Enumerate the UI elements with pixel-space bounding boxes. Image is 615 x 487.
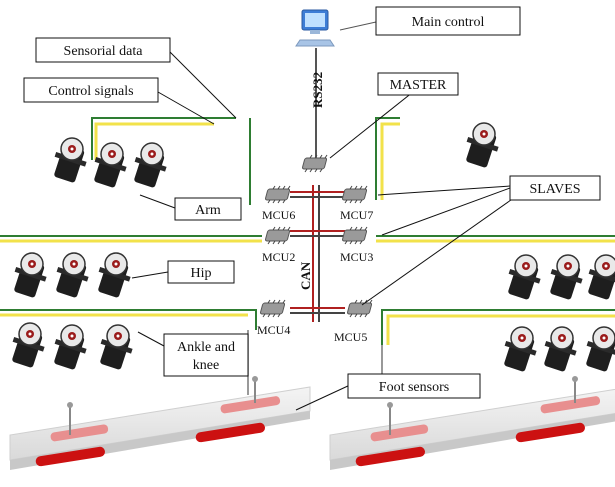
mcu-chip-icon — [259, 299, 286, 318]
mcu-label: MCU7 — [340, 208, 373, 222]
servo-motor-icon — [54, 252, 90, 299]
servo-motor-icon — [506, 254, 542, 301]
mcu-label: MCU4 — [257, 323, 290, 337]
foot-sensors-label-box: Foot sensors — [347, 373, 481, 399]
foot-sensors-label: Foot sensors — [379, 380, 449, 395]
control-line — [386, 314, 615, 345]
servo-motor-icon — [92, 142, 128, 189]
sensorial-line — [375, 117, 400, 200]
mcu-chip-icon — [264, 226, 291, 245]
control-signals-label: Control signals — [48, 84, 133, 99]
servo-motor-icon — [502, 326, 538, 373]
can-label: CAN — [298, 261, 313, 290]
servo-motor-icon — [586, 254, 615, 301]
hip-label: Hip — [191, 266, 212, 281]
can-bus — [290, 185, 345, 322]
slaves-label-box: SLAVES — [509, 175, 601, 201]
main-control-leader — [339, 21, 377, 31]
mcu-label: MCU5 — [334, 330, 367, 344]
ankle-knee-label-line1: Ankle and — [177, 340, 235, 355]
servo-motor-icon — [548, 254, 584, 301]
servo-motor-icon — [52, 324, 88, 371]
mcu-chip-icon — [346, 299, 373, 318]
sensorial-line — [381, 309, 615, 345]
hip-label-box: Hip — [167, 260, 235, 284]
sensorial-line — [0, 309, 257, 330]
servo-motor-icon — [96, 252, 132, 299]
sensorial-data-label-box: Sensorial data — [35, 37, 171, 63]
servo-motor-icon — [464, 122, 500, 169]
control-signals-label-box: Control signals — [23, 77, 159, 103]
servo-motor-icon — [10, 322, 46, 369]
master-label: MASTER — [390, 78, 447, 93]
ankle-knee-label-line2: knee — [193, 358, 219, 373]
servo-motor-icon — [12, 252, 48, 299]
mcu-label: MCU6 — [262, 208, 295, 222]
mcu-chip-icon — [341, 185, 368, 204]
master-label-box: MASTER — [377, 72, 459, 96]
servo-motor-icon — [98, 324, 134, 371]
leader-lines — [131, 51, 519, 411]
servo-motor-icon — [132, 142, 168, 189]
mcu-chip-icon — [341, 226, 368, 245]
main-control-label-box: Main control — [375, 6, 521, 36]
mcu-chip-icon — [264, 185, 291, 204]
sensorial-line — [91, 117, 236, 160]
servo-motor-icon — [542, 326, 578, 373]
mcu-label: MCU2 — [262, 250, 295, 264]
foot-sensor-plate-icon — [9, 375, 311, 471]
mcu-chip-icon — [301, 154, 328, 173]
arm-label: Arm — [195, 203, 221, 218]
arm-label-box: Arm — [174, 197, 242, 221]
control-line — [380, 122, 400, 200]
mcu-label: MCU3 — [340, 250, 373, 264]
rs232-label: RS232 — [310, 72, 325, 108]
sensorial-data-label: Sensorial data — [64, 44, 144, 59]
servo-motor-icon — [52, 137, 88, 184]
control-line — [94, 122, 214, 160]
servo-motor-icon — [584, 326, 615, 373]
ankle-knee-label-box: Ankle and knee — [163, 333, 249, 377]
computer-icon — [295, 9, 335, 47]
main-control-label: Main control — [412, 15, 485, 30]
slaves-label: SLAVES — [529, 182, 580, 197]
